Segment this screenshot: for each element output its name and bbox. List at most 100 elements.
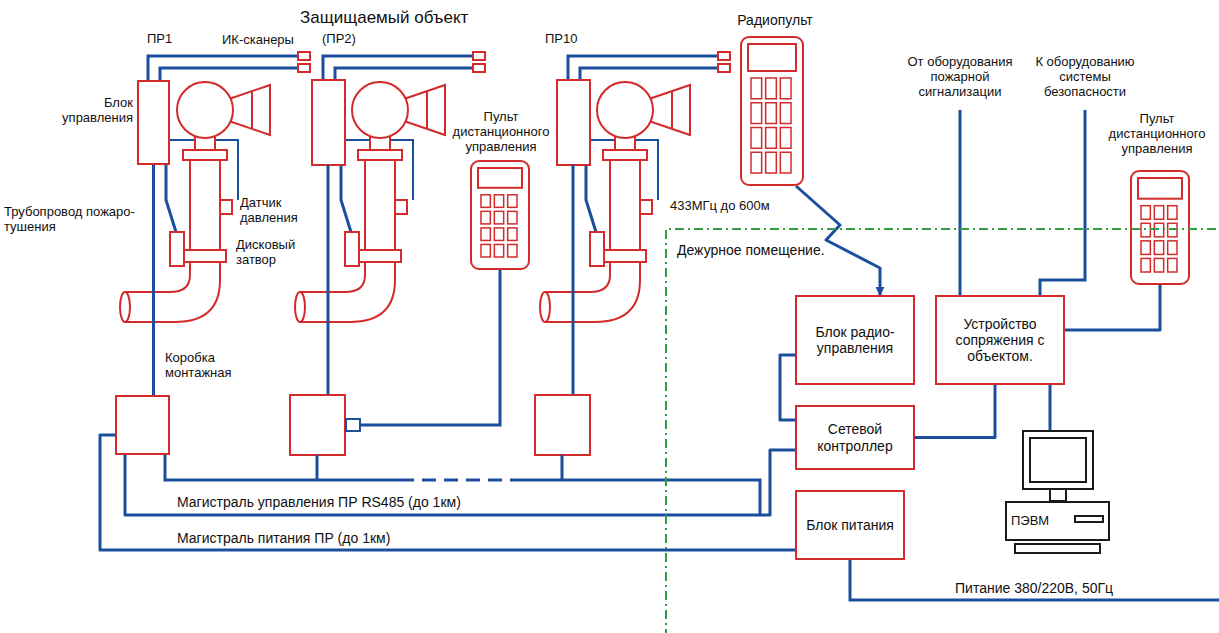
remote-key (1168, 258, 1177, 272)
monitor-head (597, 82, 653, 138)
remote-key (766, 128, 777, 149)
disk-drive (1075, 516, 1103, 522)
region-border (666, 229, 1219, 633)
node-text: Коробка монтажная (165, 351, 255, 381)
remote-control: Радиопульт (740, 36, 804, 186)
label-text: Датчик давления (240, 196, 310, 226)
pipe-elbow (125, 262, 220, 322)
computer: ПЭВМ (1005, 430, 1110, 555)
monitor-head (177, 82, 233, 138)
cable (1049, 385, 1052, 430)
pipe-end (540, 292, 550, 322)
pipe (610, 160, 640, 250)
cable (915, 385, 995, 438)
cable (125, 450, 795, 515)
remote-key (494, 244, 503, 257)
control-unit: Блок управления (137, 80, 170, 165)
control-bus (165, 455, 400, 480)
ir-scanner (298, 52, 310, 60)
computer-outline (1005, 430, 1110, 555)
pipe (190, 160, 220, 250)
monitor-flange (603, 150, 647, 160)
line-label: 433МГц до 600м (668, 198, 772, 213)
computer-monitor (1023, 431, 1093, 489)
ir-scanner (473, 64, 485, 72)
label-text: ПР10 (545, 32, 595, 47)
node-text: Блок питания (802, 515, 898, 535)
line-label: Магистраль питания ПР (до 1км) (175, 530, 392, 546)
remote-key (481, 244, 490, 257)
remote-key (1154, 206, 1163, 220)
node-text: ПЭВМ (1011, 514, 1071, 529)
ir-scanner (473, 52, 485, 60)
remote-body (471, 161, 529, 269)
pipe-end (120, 292, 130, 322)
ir-scanner (718, 64, 730, 72)
remote-control-outline (470, 160, 530, 270)
disc-valve (604, 250, 646, 262)
pipe-elbow (300, 262, 395, 322)
label-text: Трубопровод пожаро- тушения (4, 205, 144, 235)
disc-valve (184, 250, 226, 262)
node-text: Радиопульт (730, 12, 820, 28)
ir-scanner (718, 52, 730, 60)
pressure-sensor (640, 200, 652, 214)
remote-control: Пульт дистанционного управления (1130, 170, 1190, 285)
fire-monitor (120, 52, 310, 322)
remote-key (1141, 223, 1150, 237)
remote-key (1168, 206, 1177, 220)
node-text: Блок управления (53, 96, 133, 126)
nozzle-ring (251, 91, 253, 129)
fire-monitor (290, 52, 485, 480)
alarm-line (959, 110, 962, 295)
remote-screen (748, 44, 796, 71)
junction-box: Коробка монтажная (115, 395, 170, 455)
remote-key (780, 103, 791, 124)
remote-key (481, 195, 490, 208)
node-text: Сетевой контроллер (797, 419, 913, 455)
remote-control-outline (1130, 170, 1190, 285)
valve-wire (586, 165, 596, 232)
pressure-sensor (395, 200, 407, 214)
remote-key (1168, 241, 1177, 255)
remote-key (508, 244, 517, 257)
valve-actuator (590, 232, 604, 266)
scanner-wire (568, 56, 718, 80)
pipe-elbow (545, 262, 640, 322)
nozzle-ring (671, 91, 673, 129)
pipe-end (295, 292, 305, 322)
remote-body (1131, 171, 1189, 284)
mains-line (850, 560, 1219, 600)
node-text: Пульт дистанционного управления (448, 110, 554, 155)
control-wire (572, 165, 575, 395)
equipment-box: Сетевой контроллер (795, 405, 915, 470)
line-label: Магистраль управления ПР RS485 (до 1км) (175, 494, 463, 510)
label-text: ИК-сканеры (222, 33, 302, 48)
computer-case (1006, 502, 1109, 540)
valve-wire (166, 165, 176, 232)
remote-control: Пульт дистанционного управления (470, 160, 530, 270)
scanner-wire (160, 68, 298, 80)
region-outline (665, 228, 1219, 633)
remote-key (1168, 223, 1177, 237)
valve-actuator (170, 232, 184, 266)
remote-key (751, 128, 762, 149)
node-text: Блок радио- управления (797, 322, 913, 358)
junction-box (535, 395, 590, 455)
pipe (365, 160, 395, 250)
valve-wire (341, 165, 351, 232)
remote-key (494, 211, 503, 224)
label-text: ПР1 (147, 32, 187, 47)
remote-key (508, 195, 517, 208)
remote-key (508, 228, 517, 241)
monitor-flange (183, 150, 227, 160)
remote-key (481, 228, 490, 241)
remote-body (741, 37, 803, 185)
remote-key (1141, 206, 1150, 220)
remote-key (780, 128, 791, 149)
bus-drop (561, 455, 564, 480)
remote-key (751, 78, 762, 99)
cable (780, 355, 795, 420)
pressure-sensor (220, 200, 232, 214)
control-wire (327, 165, 330, 395)
